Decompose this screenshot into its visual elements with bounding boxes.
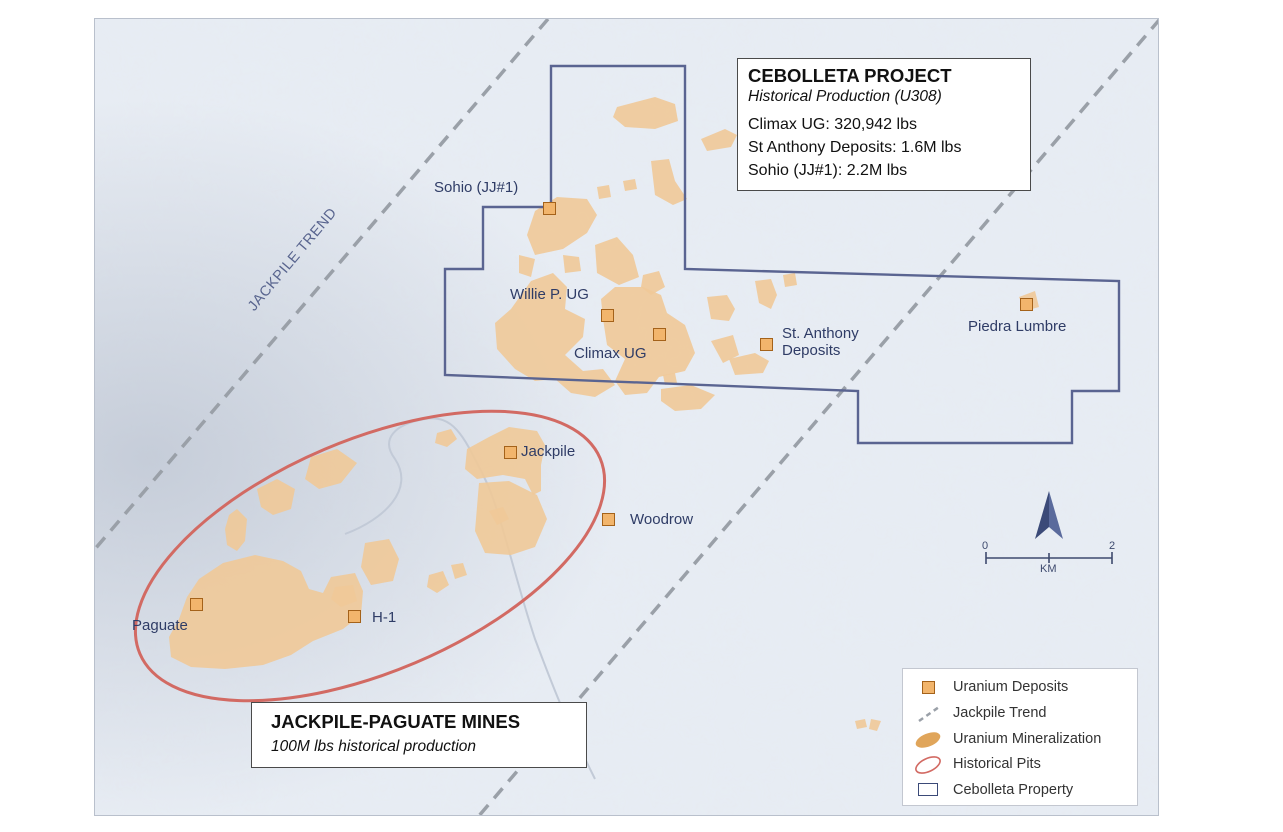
jackpile-info-box: JACKPILE-PAGUATE MINES 100M lbs historic… [251, 702, 587, 768]
scale-unit-label: KM [1040, 563, 1057, 575]
cebolleta-info-box: CEBOLLETA PROJECT Historical Production … [737, 58, 1031, 191]
label-sohio[interactable]: Sohio (JJ#1) [434, 179, 519, 196]
deposit-marker-h1[interactable] [348, 610, 361, 623]
legend-item-mineralization[interactable]: Uranium Mineralization [903, 729, 1137, 749]
label-climax[interactable]: Climax UG [574, 345, 647, 362]
scale-end-label: 2 [1109, 540, 1116, 552]
scale-bar [985, 552, 1113, 564]
jackpile-subtitle: 100M lbs historical production [271, 738, 477, 755]
label-st-anthony-1[interactable]: St. Anthony [782, 325, 859, 342]
deposit-marker-piedra[interactable] [1020, 298, 1033, 311]
square-marker-icon [922, 681, 935, 694]
legend-label: Jackpile Trend [953, 705, 1047, 721]
label-paguate[interactable]: Paguate [132, 617, 188, 634]
legend-item-pits[interactable]: Historical Pits [903, 754, 1137, 774]
uranium-mineralization [169, 97, 1039, 731]
label-jackpile[interactable]: Jackpile [521, 443, 576, 460]
deposit-marker-paguate[interactable] [190, 598, 203, 611]
pit-ellipse-icon [915, 756, 941, 774]
property-outline-icon [918, 783, 938, 796]
deposit-marker-sohio[interactable] [543, 202, 556, 215]
legend-item-property[interactable]: Cebolleta Property [903, 780, 1137, 800]
dashed-line-icon [918, 705, 940, 723]
jackpile-trend-lines [95, 19, 1158, 815]
north-arrow-icon [1035, 491, 1063, 539]
jackpile-title: JACKPILE-PAGUATE MINES [271, 711, 521, 732]
deposit-marker-woodrow[interactable] [602, 513, 615, 526]
legend-label: Cebolleta Property [953, 782, 1074, 798]
historical-pits-ellipse [133, 409, 607, 703]
legend-label: Uranium Deposits [953, 679, 1069, 695]
cebolleta-subtitle: Historical Production (U308) [748, 88, 942, 105]
cebolleta-row-climax: Climax UG: 320,942 lbs [748, 116, 917, 133]
legend-label: Uranium Mineralization [953, 731, 1102, 747]
cebolleta-title: CEBOLLETA PROJECT [748, 65, 952, 86]
scale-start-label: 0 [982, 540, 989, 552]
label-h1[interactable]: H-1 [372, 609, 397, 626]
label-willie[interactable]: Willie P. UG [510, 286, 589, 303]
map-panel[interactable]: JACKPILE TREND Sohio (JJ#1) Willie P. UG… [94, 18, 1159, 816]
legend-item-deposits[interactable]: Uranium Deposits [903, 677, 1137, 697]
label-st-anthony-2[interactable]: Deposits [782, 342, 841, 359]
deposit-marker-willie[interactable] [601, 309, 614, 322]
trend-line-west [95, 19, 550, 551]
label-piedra[interactable]: Piedra Lumbre [968, 318, 1067, 335]
mineralization-blob-icon [915, 732, 941, 748]
cebolleta-property-outline [443, 64, 1121, 445]
legend-item-trend[interactable]: Jackpile Trend [903, 703, 1137, 723]
deposit-marker-st-anthony[interactable] [760, 338, 773, 351]
deposit-marker-climax[interactable] [653, 328, 666, 341]
map-legend: Uranium Deposits Jackpile Trend Uranium … [902, 668, 1138, 806]
deposit-marker-jackpile[interactable] [504, 446, 517, 459]
cebolleta-row-st-anthony: St Anthony Deposits: 1.6M lbs [748, 139, 962, 156]
cebolleta-row-sohio: Sohio (JJ#1): 2.2M lbs [748, 162, 908, 179]
legend-label: Historical Pits [953, 756, 1041, 772]
label-woodrow[interactable]: Woodrow [630, 511, 694, 528]
